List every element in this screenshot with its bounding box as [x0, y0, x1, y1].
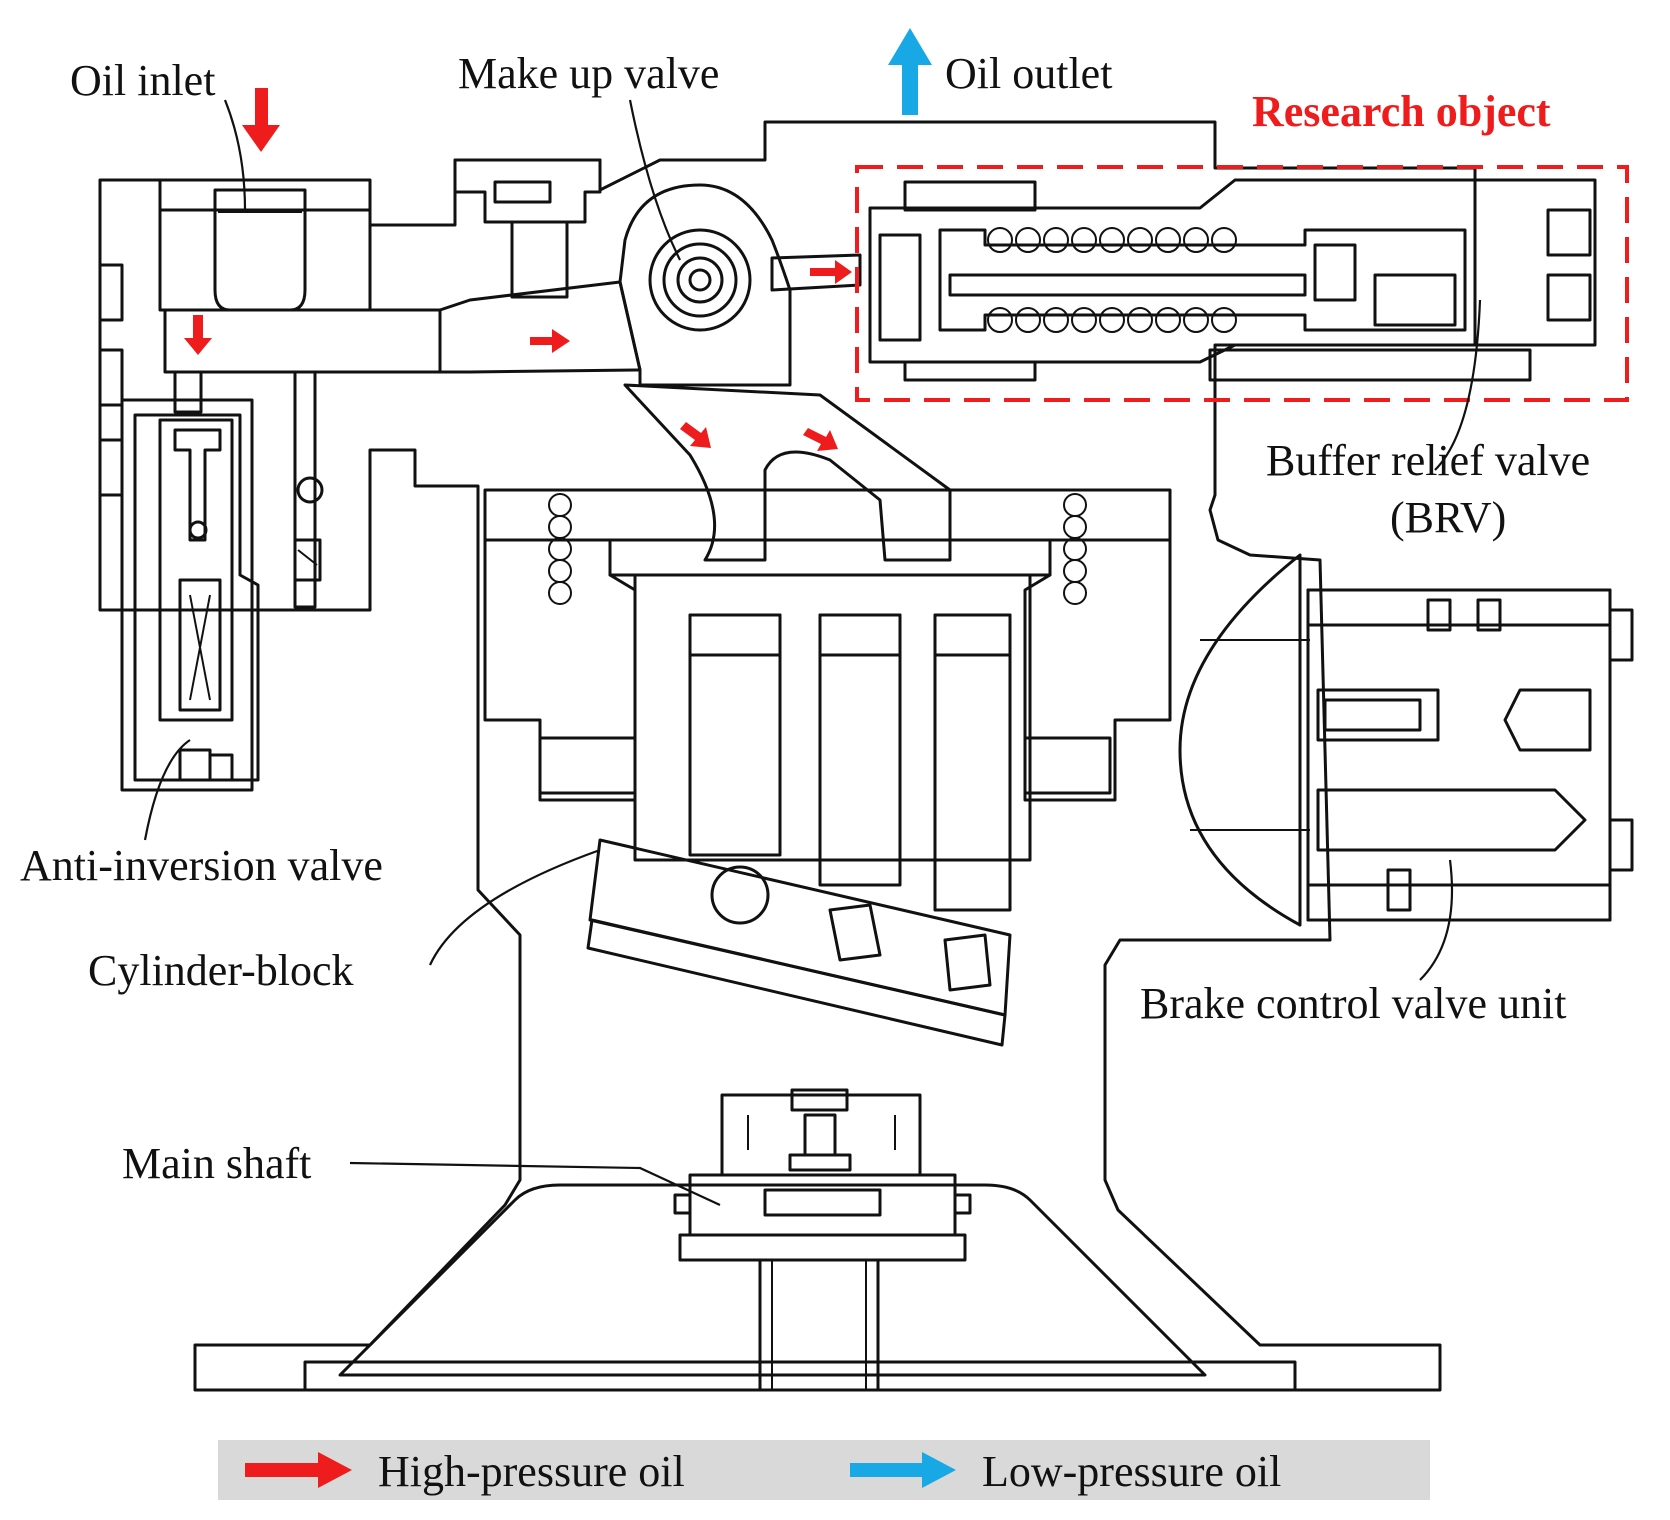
legend-background — [218, 1440, 1430, 1500]
legend-low-pressure-label: Low-pressure oil — [982, 1447, 1281, 1496]
label-brake-control-valve-unit: Brake control valve unit — [1140, 979, 1566, 1028]
brv-spring-upper — [987, 227, 1237, 253]
low-pressure-arrow — [888, 28, 932, 115]
label-oil-inlet: Oil inlet — [70, 56, 215, 105]
legend-high-pressure-arrow — [245, 1452, 352, 1488]
piston-spring-right — [1063, 493, 1087, 605]
oil-passages — [163, 220, 952, 609]
high-pressure-arrow — [530, 329, 570, 353]
high-pressure-arrow — [242, 88, 280, 152]
high-pressure-arrow — [810, 260, 852, 284]
legend-low-pressure-arrow — [850, 1452, 956, 1488]
buffer-relief-valve — [868, 178, 1597, 382]
leader-lines — [143, 99, 1482, 1206]
brv-spring-lower — [987, 307, 1237, 333]
high-pressure-arrow — [803, 428, 838, 451]
labels: Oil inlet Make up valve Oil outlet Resea… — [20, 49, 1590, 1188]
high-pressure-arrow — [184, 315, 212, 355]
motor-housing — [98, 120, 1477, 1392]
high-pressure-arrow — [680, 422, 711, 448]
main-shaft — [673, 1088, 972, 1262]
piston-spring-left — [548, 493, 572, 605]
oil-inlet-port — [98, 178, 372, 497]
label-main-shaft: Main shaft — [122, 1139, 311, 1188]
piston-assembly — [483, 488, 1172, 1047]
anti-inversion-valve — [120, 398, 260, 792]
label-anti-inversion-valve: Anti-inversion valve — [20, 841, 383, 890]
label-research-object: Research object — [1252, 87, 1551, 136]
label-cylinder-block: Cylinder-block — [88, 946, 354, 995]
legend: High-pressure oil Low-pressure oil — [218, 1440, 1430, 1500]
legend-high-pressure-label: High-pressure oil — [378, 1447, 685, 1496]
flow-arrows — [184, 28, 932, 451]
research-object-box — [855, 165, 1629, 402]
label-make-up-valve: Make up valve — [458, 49, 719, 98]
make-up-valve — [453, 158, 792, 387]
brake-control-valve-unit — [1178, 553, 1634, 927]
ball-check-port — [293, 476, 324, 582]
label-oil-outlet: Oil outlet — [945, 49, 1112, 98]
label-brv-abbreviation: (BRV) — [1390, 493, 1506, 542]
label-buffer-relief-valve: Buffer relief valve — [1266, 436, 1590, 485]
